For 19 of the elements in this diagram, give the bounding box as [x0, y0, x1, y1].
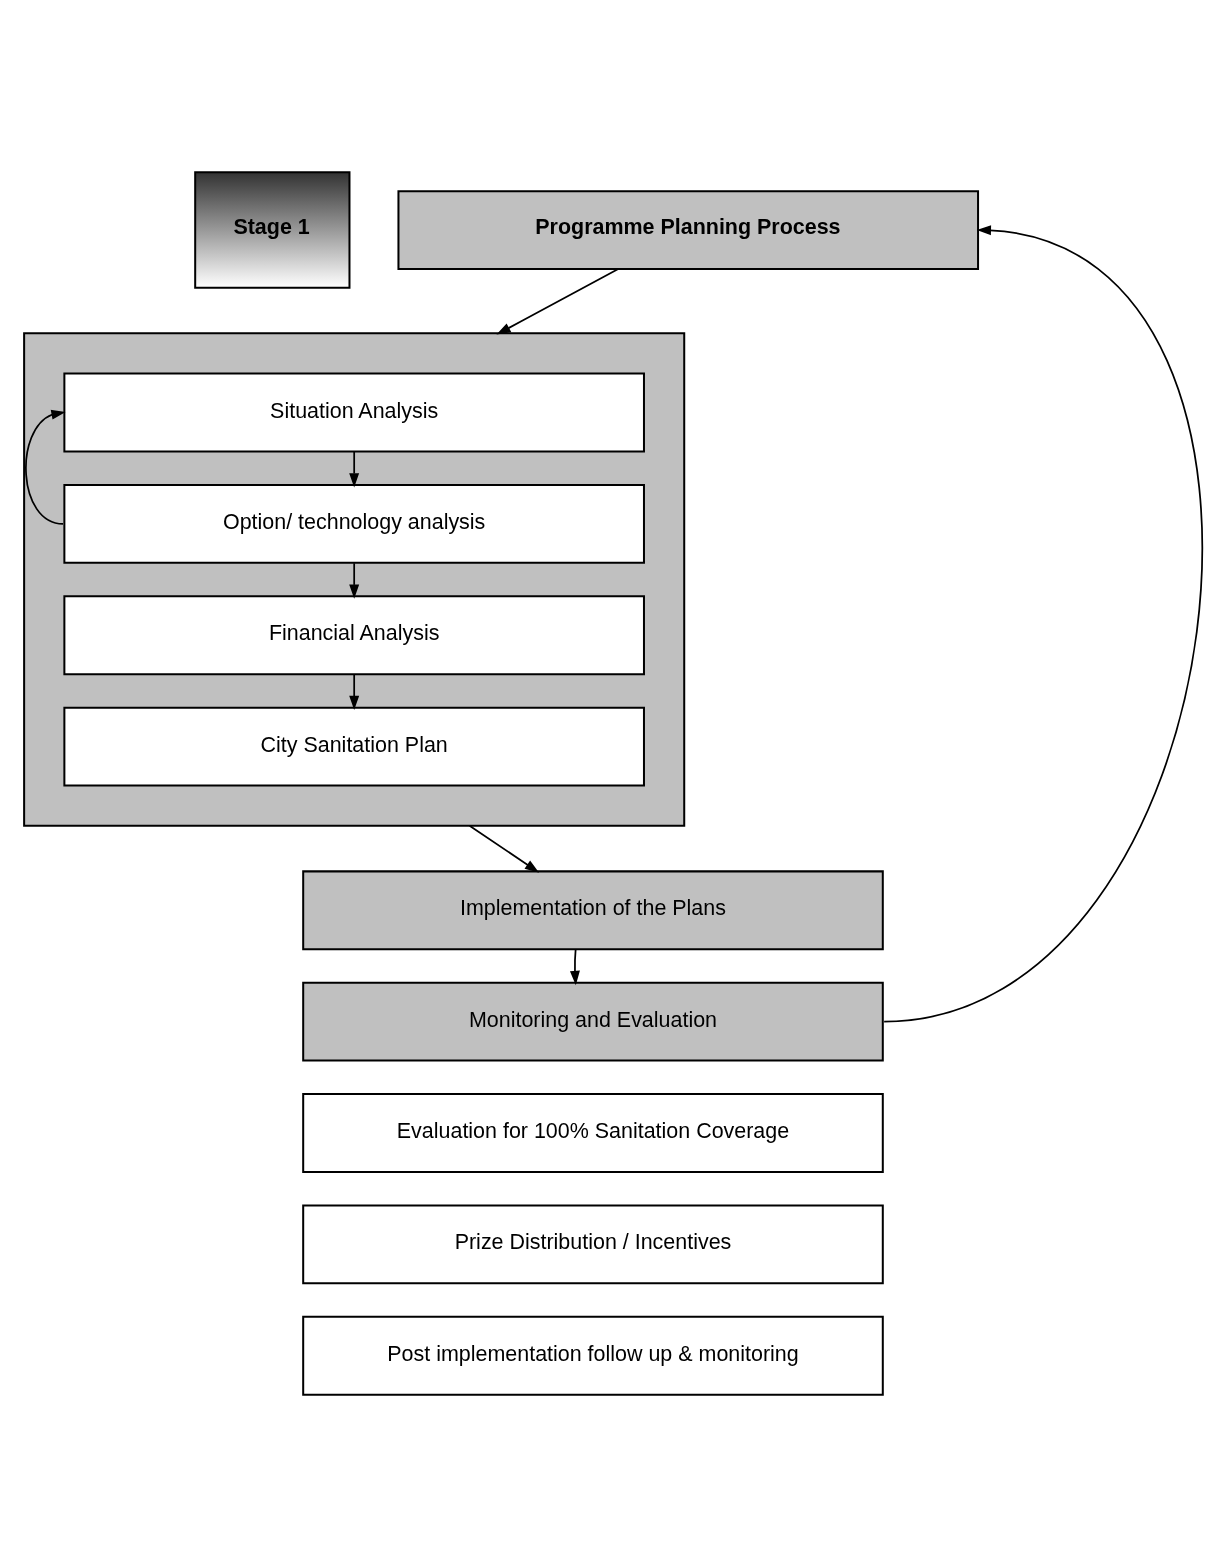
- node-box: Situation Analysis: [63, 372, 645, 452]
- arrow: [349, 561, 360, 599]
- node-box: Monitoring and Evaluation: [302, 981, 884, 1062]
- node-box: Implementation of the Plans: [302, 869, 884, 950]
- arrow: [349, 673, 360, 710]
- arrow: [468, 824, 540, 873]
- node-box: Post implementation follow up & monitoring: [302, 1315, 884, 1396]
- arrow: [496, 267, 620, 335]
- node-box: Stage 1: [194, 170, 351, 289]
- node-box: Prize Distribution / Incentives: [302, 1203, 884, 1284]
- arrow: [349, 450, 360, 487]
- node-box: Evaluation for 100% Sanitation Coverage: [302, 1092, 884, 1173]
- arrow: [883, 224, 1203, 1022]
- node-box: Programme Planning Process: [397, 189, 980, 270]
- arrow: [569, 948, 580, 985]
- node-box: Option/ technology analysis: [63, 483, 645, 564]
- node-box: City Sanitation Plan: [63, 706, 645, 786]
- node-box: Financial Analysis: [63, 594, 645, 675]
- arrow: [25, 409, 66, 525]
